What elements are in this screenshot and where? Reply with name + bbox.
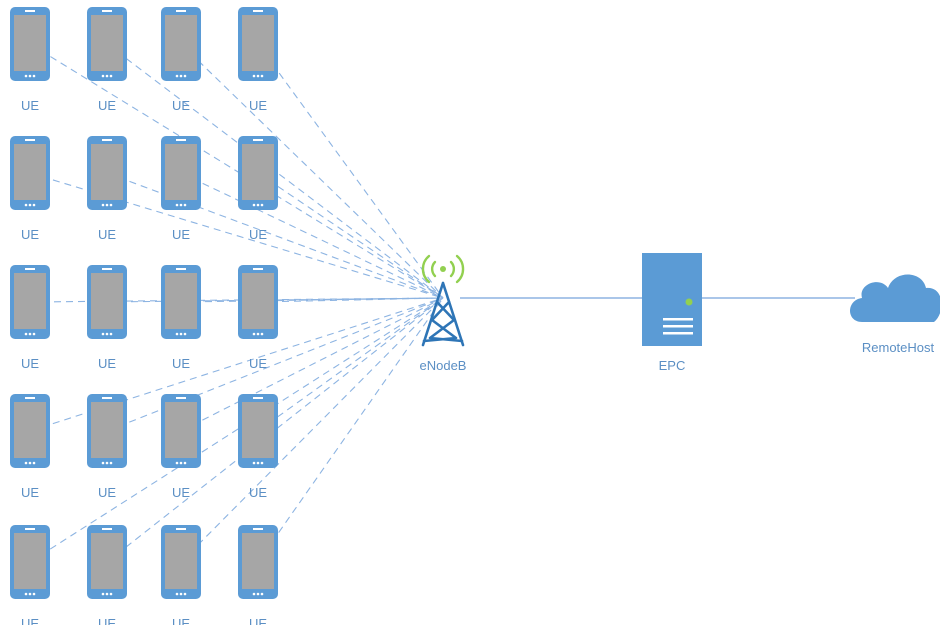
phone-icon	[10, 525, 50, 599]
ue-label: UE	[172, 227, 190, 242]
ue-link	[29, 297, 444, 563]
ue-link	[180, 172, 444, 299]
ue-link	[257, 43, 444, 299]
ue-label: UE	[98, 616, 116, 625]
phone-icon	[238, 394, 278, 468]
ue-label: UE	[172, 616, 190, 625]
ue-label: UE	[172, 356, 190, 371]
ue-link	[180, 43, 444, 299]
ue-label: UE	[21, 98, 39, 113]
phone-icon	[87, 525, 127, 599]
ue-device[interactable]: UE	[87, 136, 127, 242]
ue-device[interactable]: UE	[238, 394, 278, 500]
ue-device[interactable]: UE	[87, 394, 127, 500]
phone-icon	[87, 7, 127, 81]
phone-icon	[161, 525, 201, 599]
epc-label: EPC	[659, 358, 686, 373]
ue-label: UE	[249, 98, 267, 113]
phone-icon	[10, 136, 50, 210]
ue-label: UE	[98, 227, 116, 242]
phone-icon	[238, 136, 278, 210]
phone-icon	[87, 265, 127, 339]
ue-label: UE	[172, 485, 190, 500]
ue-link	[29, 43, 444, 299]
cloud-icon	[850, 274, 940, 322]
ue-label: UE	[249, 485, 267, 500]
phone-icon	[238, 265, 278, 339]
ue-label: UE	[172, 98, 190, 113]
ue-device[interactable]: UE	[10, 136, 50, 242]
ue-label: UE	[21, 356, 39, 371]
phone-icon	[161, 7, 201, 81]
phone-icon	[238, 525, 278, 599]
cell-tower-icon	[421, 281, 465, 347]
phone-icon	[10, 265, 50, 339]
phone-icon	[10, 7, 50, 81]
remotehost-node[interactable]: RemoteHost	[850, 274, 940, 356]
ue-label: UE	[249, 227, 267, 242]
signal-icon	[421, 254, 465, 284]
ue-label: UE	[98, 356, 116, 371]
epc-node[interactable]: EPC	[642, 253, 702, 373]
ue-device[interactable]: UE	[161, 136, 201, 242]
ue-device[interactable]: UE	[238, 7, 278, 113]
ue-grid: UE UE UE UE UE UE UE UE UE UE UE UE UE UE UE UE UE UE UE UE	[10, 7, 278, 625]
ue-link	[180, 297, 444, 303]
ue-label: UE	[249, 356, 267, 371]
remotehost-label: RemoteHost	[862, 340, 935, 355]
phone-icon	[161, 265, 201, 339]
ue-label: UE	[21, 485, 39, 500]
ue-device[interactable]: UE	[87, 265, 127, 371]
ue-device[interactable]: UE	[238, 136, 278, 242]
ue-device[interactable]: UE	[10, 7, 50, 113]
ue-link	[257, 297, 444, 563]
ue-device[interactable]: UE	[87, 525, 127, 625]
ue-device[interactable]: UE	[238, 265, 278, 371]
ue-label: UE	[21, 616, 39, 625]
ue-label: UE	[98, 98, 116, 113]
phone-icon	[87, 136, 127, 210]
ue-label: UE	[21, 227, 39, 242]
ue-device[interactable]: UE	[161, 525, 201, 625]
phone-icon	[161, 394, 201, 468]
server-icon	[642, 253, 702, 346]
enodeb-node[interactable]: eNodeB	[420, 254, 467, 373]
enodeb-label: eNodeB	[420, 358, 467, 373]
phone-icon	[161, 136, 201, 210]
ue-link	[257, 297, 444, 432]
ue-link	[29, 297, 444, 303]
ue-link	[257, 172, 444, 299]
ue-device[interactable]: UE	[10, 525, 50, 625]
ue-device[interactable]: UE	[161, 7, 201, 113]
ue-device[interactable]: UE	[161, 265, 201, 371]
ue-label: UE	[98, 485, 116, 500]
ue-device[interactable]: UE	[161, 394, 201, 500]
phone-icon	[238, 7, 278, 81]
ue-device[interactable]: UE	[10, 394, 50, 500]
ue-device[interactable]: UE	[87, 7, 127, 113]
ue-link	[180, 297, 444, 432]
ue-device[interactable]: UE	[238, 525, 278, 625]
ue-label: UE	[249, 616, 267, 625]
phone-icon	[87, 394, 127, 468]
ue-link	[257, 297, 444, 303]
ue-device[interactable]: UE	[10, 265, 50, 371]
phone-icon	[10, 394, 50, 468]
ue-link	[180, 297, 444, 563]
